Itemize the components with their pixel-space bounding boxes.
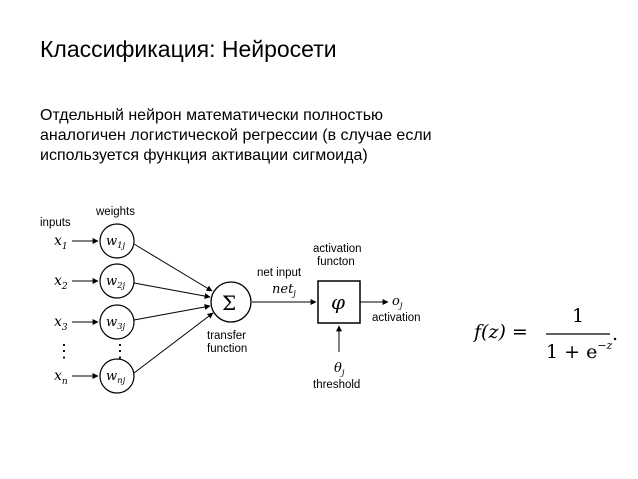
- output-oj: oj: [392, 294, 403, 311]
- body-line-2: аналогичен логистической регрессии (в сл…: [40, 127, 432, 144]
- threshold-theta-j: θj: [334, 361, 345, 378]
- body-line-1: Отдельный нейрон математически полностью: [40, 107, 384, 124]
- slide-title: Классификация: Нейросети: [40, 36, 337, 62]
- weight-node-1: [99, 223, 135, 259]
- weight-w2j: w2j: [106, 274, 126, 291]
- weight-node-2: [99, 263, 135, 299]
- weight-wnj: wnj: [106, 369, 126, 386]
- slide-body-text: Отдельный нейрон математически полностью…: [40, 106, 620, 166]
- input-ellipsis: ⋮: [55, 341, 73, 362]
- arrow-wn-sum: [133, 312, 214, 374]
- sigmoid-formula: f(z) = 1 1 + e−z .: [472, 305, 618, 363]
- weights-label: weights: [95, 206, 135, 218]
- formula-lhs: f(z) =: [472, 321, 528, 343]
- arrow-w1-sum: [133, 243, 213, 292]
- transfer-label-line2: function: [207, 343, 247, 355]
- phi-icon: φ: [331, 290, 345, 314]
- weight-w3j: w3j: [106, 315, 126, 332]
- weight-ellipsis: ⋮: [111, 341, 129, 362]
- formula-period: .: [612, 323, 618, 345]
- weight-node-n: [99, 358, 135, 394]
- formula-denominator: 1 + e−z: [546, 339, 613, 363]
- net-j-symbol: netj: [272, 282, 296, 299]
- sum-icon: Σ: [222, 291, 236, 315]
- input-x2: x2: [54, 273, 68, 292]
- output-activation-label: activation: [372, 312, 421, 324]
- weight-w1j: w1j: [106, 234, 126, 251]
- arrow-w3-sum: [133, 304, 211, 321]
- threshold-label: threshold: [313, 379, 360, 391]
- activation-function-label-line2: functon: [317, 256, 355, 268]
- summation-node: [210, 281, 252, 323]
- input-xn: xn: [54, 368, 68, 387]
- formula-numerator: 1: [572, 305, 584, 327]
- weight-node-3: [99, 304, 135, 340]
- inputs-label: inputs: [40, 217, 71, 229]
- activation-function-label-line1: activation: [313, 243, 362, 255]
- transfer-label-line1: transfer: [207, 330, 246, 342]
- arrow-w2-sum: [133, 282, 211, 299]
- activation-box: [317, 280, 361, 324]
- net-input-label: net input: [257, 267, 302, 279]
- body-line-3: используется функция активации сигмоида): [40, 147, 368, 164]
- input-x3: x3: [54, 314, 68, 333]
- input-x1: x1: [54, 233, 68, 252]
